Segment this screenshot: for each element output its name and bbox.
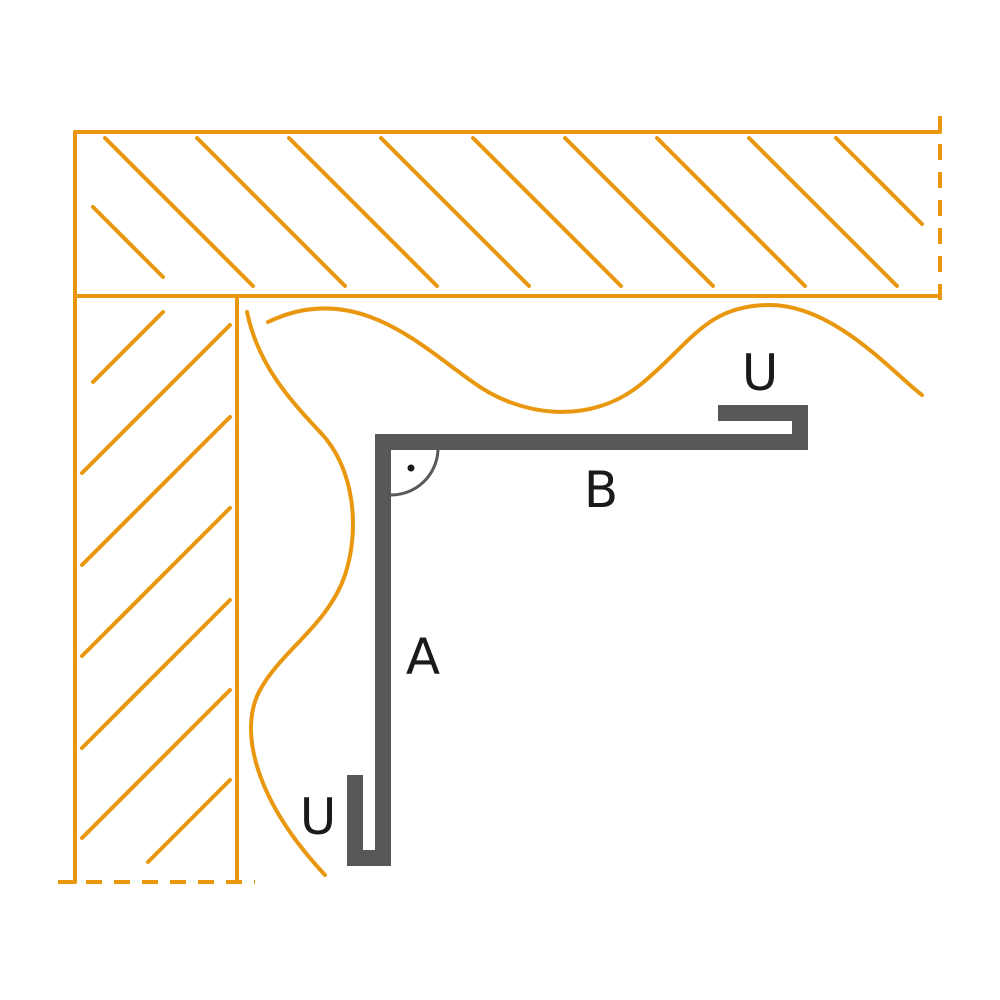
wavy-membrane	[245, 302, 924, 877]
angle-profile	[347, 405, 808, 866]
ceiling-wall	[73, 116, 942, 312]
right-angle-dot	[407, 464, 415, 472]
left-wall	[58, 294, 255, 884]
label-side-b: B	[584, 461, 618, 519]
right-angle-arc	[390, 449, 440, 497]
ceiling-wave	[266, 302, 924, 414]
left-wall-hatching	[80, 310, 232, 864]
ceiling-hatching	[91, 136, 924, 288]
label-hem-top: U	[742, 344, 779, 402]
profile-shape	[347, 405, 808, 866]
label-side-a: A	[406, 628, 440, 686]
wall-wave	[245, 310, 355, 877]
right-angle-marker	[390, 449, 440, 497]
label-hem-bottom: U	[300, 788, 337, 846]
